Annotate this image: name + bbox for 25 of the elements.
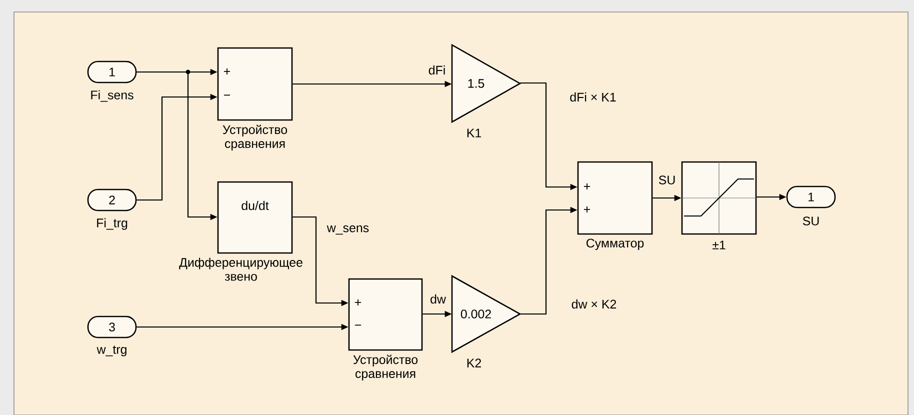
sign: − xyxy=(224,94,230,96)
block: du/dt xyxy=(217,181,293,254)
port-name: w_trg xyxy=(96,346,126,356)
sign: + xyxy=(584,183,590,190)
block-label: Устройство сравнения xyxy=(222,124,288,150)
port-name: Fi_trg xyxy=(97,218,128,230)
port-block: 2 xyxy=(87,188,137,212)
sign: + xyxy=(584,206,590,212)
edge-label: dFi × K1 xyxy=(568,91,618,103)
edge-label: dw xyxy=(429,293,447,305)
sign: + xyxy=(224,68,230,74)
block-label: Устройство сравнения xyxy=(353,354,418,380)
port-block: 1 xyxy=(786,186,836,208)
sign: + xyxy=(354,299,362,306)
block-label: K1 xyxy=(467,128,481,138)
edge-label: SU xyxy=(657,174,677,186)
port-name: Fi_sens xyxy=(91,90,134,102)
block-label: Дифференцирующее звено xyxy=(179,258,302,281)
sign: − xyxy=(354,324,362,326)
block-label: K2 xyxy=(467,358,481,368)
block-label: Сумматор xyxy=(586,238,644,250)
block-label: ±1 xyxy=(712,240,726,250)
port-block: 3 xyxy=(87,316,137,338)
port-name: SU xyxy=(802,216,819,226)
port-block: 1 xyxy=(87,60,137,84)
